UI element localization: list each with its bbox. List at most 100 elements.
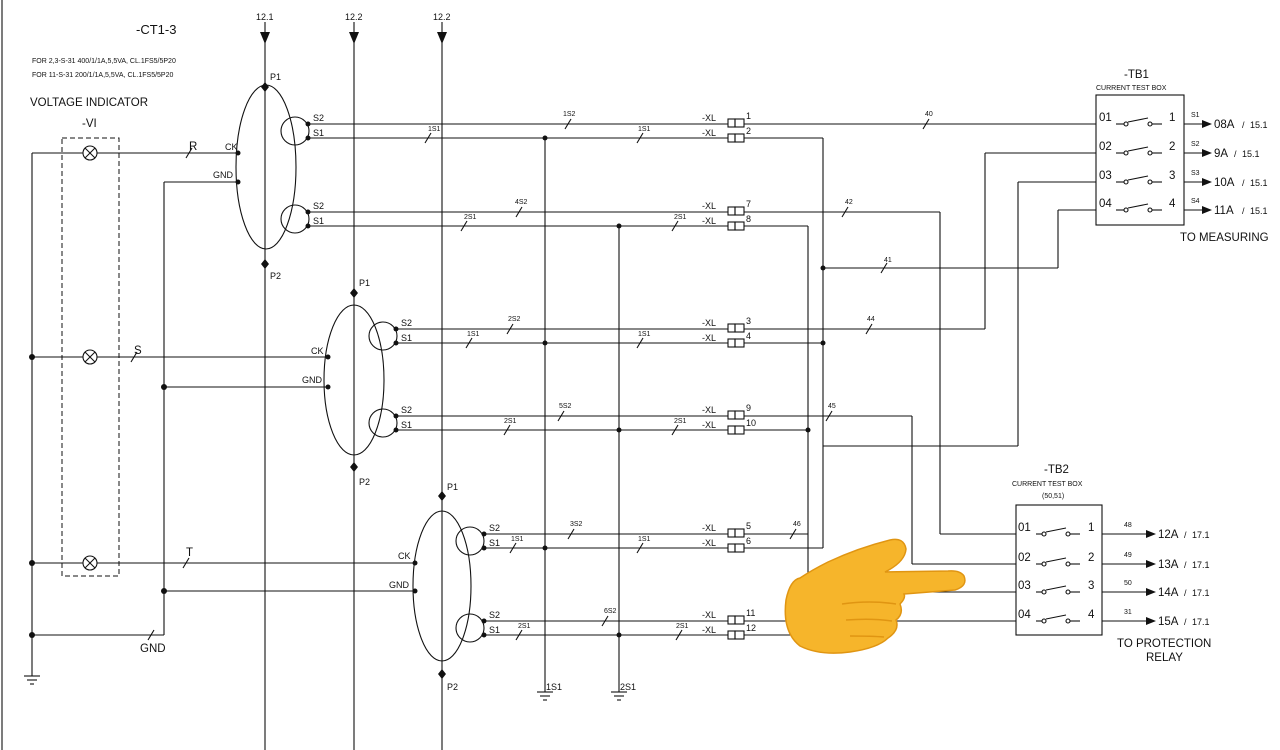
ct1-symbol <box>235 82 311 269</box>
svg-text:5: 5 <box>746 521 751 531</box>
wire-label-m: 3S2 <box>570 521 583 528</box>
cable-number-42: 42 <box>845 199 853 206</box>
wire-label-i: 1S1 <box>638 331 651 338</box>
svg-text:-XL: -XL <box>702 318 716 328</box>
tb1-title: CURRENT TEST BOX <box>1096 85 1167 92</box>
svg-text:3: 3 <box>746 316 751 326</box>
phase-label-s: S <box>134 345 142 357</box>
ct3-s1b: S1 <box>489 625 500 635</box>
voltage-indicator-wiring <box>24 147 415 685</box>
ct-spec-line-2: FOR 11-S-31 200/1/1A,5,5VA, CL.1FS5/5P20 <box>32 72 173 79</box>
svg-text:/: / <box>1242 120 1245 130</box>
ct3-p1: P1 <box>447 482 458 492</box>
tb2-box <box>1015 504 1103 636</box>
wire-label-e: 2S1 <box>464 214 477 221</box>
svg-text:9: 9 <box>746 403 751 413</box>
svg-text:02: 02 <box>1018 552 1031 564</box>
svg-text:2: 2 <box>746 126 751 136</box>
svg-text:10A: 10A <box>1214 177 1235 189</box>
lamp-s-icon <box>82 349 98 365</box>
svg-text:/: / <box>1242 178 1245 188</box>
ct3-symbol <box>412 491 487 679</box>
ct2-p1: P1 <box>359 278 370 288</box>
ct3-s2b: S2 <box>489 610 500 620</box>
svg-text:-XL: -XL <box>702 216 716 226</box>
svg-text:/: / <box>1242 206 1245 216</box>
svg-text:17.1: 17.1 <box>1192 560 1210 570</box>
ct2-gnd: GND <box>302 375 323 385</box>
cable-number-44: 44 <box>867 316 875 323</box>
ct1-s1b: S1 <box>313 216 324 226</box>
svg-text:01: 01 <box>1099 112 1112 124</box>
svg-text:/: / <box>1184 617 1187 627</box>
svg-text:1: 1 <box>1169 112 1175 124</box>
svg-text:-XL: -XL <box>702 610 716 620</box>
svg-text:S2: S2 <box>1191 141 1200 148</box>
svg-text:08A: 08A <box>1214 119 1235 131</box>
svg-text:/: / <box>1184 588 1187 598</box>
tb2-title: CURRENT TEST BOX <box>1012 481 1083 488</box>
svg-text:7: 7 <box>746 199 751 209</box>
ct1-ck: CK <box>225 142 238 152</box>
svg-text:-XL: -XL <box>702 113 716 123</box>
phase-label-r: R <box>189 141 197 153</box>
wire-label-n: 1S1 <box>511 536 524 543</box>
svg-text:-XL: -XL <box>702 625 716 635</box>
wire-label-d: 4S2 <box>515 199 528 206</box>
svg-text:-XL: -XL <box>702 128 716 138</box>
svg-text:S4: S4 <box>1191 198 1200 205</box>
svg-text:3: 3 <box>1088 580 1094 592</box>
svg-text:04: 04 <box>1099 198 1112 210</box>
xl-terminal-blocks <box>727 118 745 640</box>
phase-label-t: T <box>186 547 193 559</box>
outgoing-wiring <box>744 118 1096 636</box>
wire-label-o: 1S1 <box>638 536 651 543</box>
tb2-switches <box>1036 527 1156 625</box>
svg-text:15A: 15A <box>1158 616 1179 628</box>
wire-label-j: 5S2 <box>559 403 572 410</box>
svg-text:8: 8 <box>746 214 751 224</box>
svg-text:3: 3 <box>1169 170 1175 182</box>
tb2-tag: -TB2 <box>1044 464 1069 476</box>
tb2-footer-1: TO PROTECTION <box>1117 638 1211 650</box>
bus-lines <box>260 22 447 750</box>
ct1-p2: P2 <box>270 271 281 281</box>
ct2-symbol <box>323 288 399 472</box>
wire-label-a: 1S2 <box>563 111 576 118</box>
ct2-s1a: S1 <box>401 333 412 343</box>
tb1-switches <box>1116 117 1212 214</box>
svg-text:48: 48 <box>1124 522 1132 529</box>
tb1-footer: TO MEASURING <box>1180 232 1269 244</box>
ct-spec-line-1: FOR 2,3-S-31 400/1/1A,5,5VA, CL.1FS5/5P2… <box>32 58 176 65</box>
svg-text:17.1: 17.1 <box>1192 530 1210 540</box>
svg-text:14A: 14A <box>1158 587 1179 599</box>
ct1-s2b: S2 <box>313 201 324 211</box>
wire-label-p: 6S2 <box>604 608 617 615</box>
wire-label-c: 1S1 <box>638 126 651 133</box>
ct2-s2a: S2 <box>401 318 412 328</box>
svg-text:12: 12 <box>746 623 756 633</box>
ct1-s1a: S1 <box>313 128 324 138</box>
wire-label-h: 1S1 <box>467 331 480 338</box>
xl-labels: -XL-XL -XL-XL -XL-XL -XL-XL -XL-XL -XL-X… <box>702 113 716 635</box>
svg-text:-XL: -XL <box>702 538 716 548</box>
svg-text:9A: 9A <box>1214 148 1228 160</box>
svg-text:11A: 11A <box>1214 205 1234 217</box>
pointing-hand-icon <box>784 538 966 654</box>
ct2-ck: CK <box>311 346 324 356</box>
svg-text:15.1: 15.1 <box>1250 178 1268 188</box>
tb1-box <box>1095 94 1185 226</box>
svg-text:6: 6 <box>746 536 751 546</box>
svg-text:10: 10 <box>746 418 756 428</box>
cable-number-40: 40 <box>925 111 933 118</box>
svg-text:11: 11 <box>746 608 755 618</box>
svg-text:S3: S3 <box>1191 170 1200 177</box>
svg-text:17.1: 17.1 <box>1192 617 1210 627</box>
ct1-gnd: GND <box>213 170 234 180</box>
tb2-subtitle: (50,51) <box>1042 493 1064 500</box>
svg-text:49: 49 <box>1124 552 1132 559</box>
